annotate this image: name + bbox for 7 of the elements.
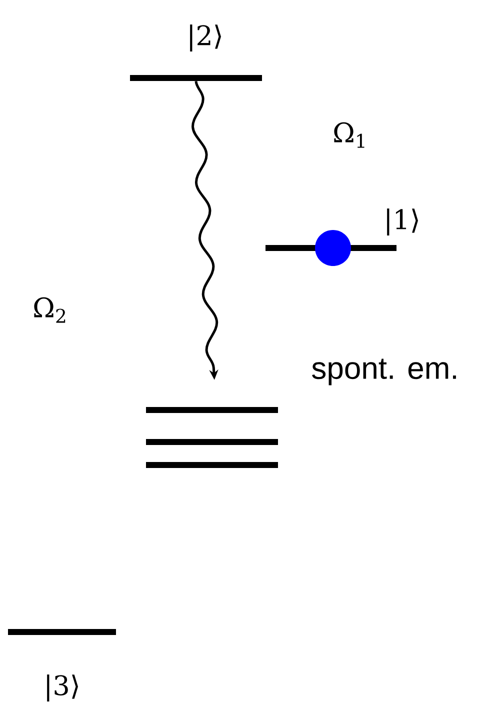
- rabi-label: Ω$_{2}$: [34, 297, 66, 323]
- state-label: |2⟩: [190, 24, 221, 52]
- rabi-label: Ω$_{1}$: [334, 122, 364, 148]
- state-label: |3⟩: [47, 674, 78, 702]
- edge-label: spont. em.: [312, 358, 456, 386]
- energy-band-drawing: [146, 407, 278, 468]
- state-label: |1⟩: [387, 208, 418, 236]
